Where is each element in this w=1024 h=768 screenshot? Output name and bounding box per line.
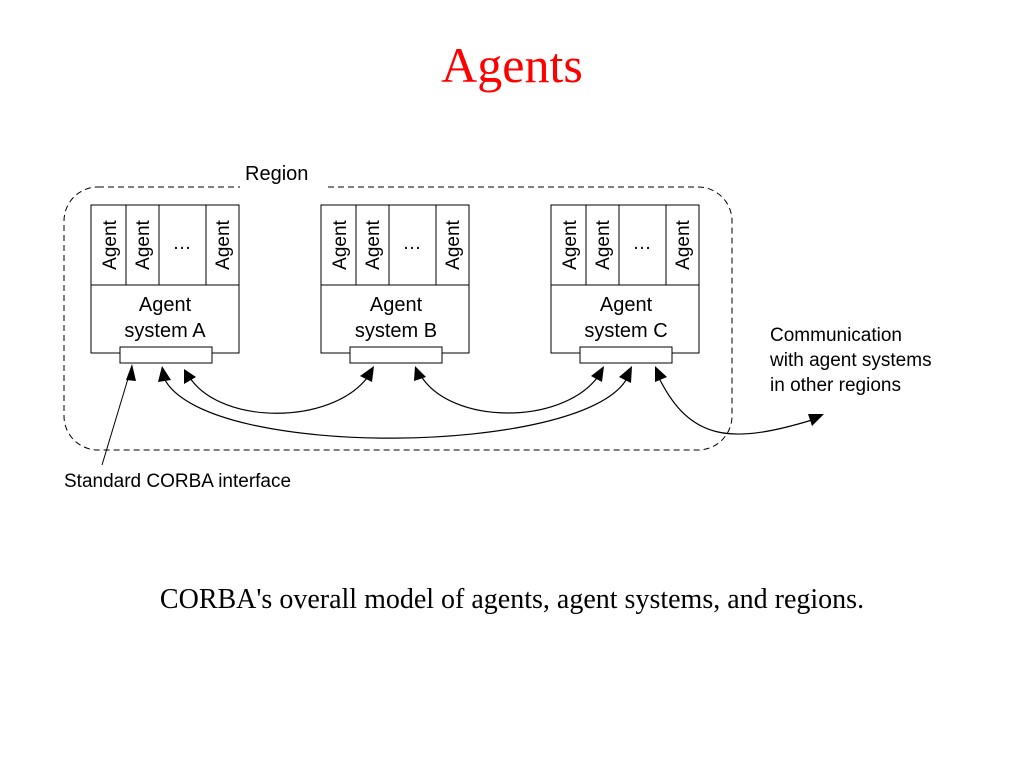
connection-b-c [420,375,598,414]
arrowhead [414,366,426,381]
agent-system-label-line2: system C [584,320,667,342]
arrowhead [184,369,196,384]
agent-label: Agent [213,219,234,269]
connection-a-c [164,379,627,439]
external-note-line2: with agent systems [769,350,932,371]
agent-label: Agent [363,219,384,269]
agent-system-a: Agent Agent … Agent Agent system A [90,204,240,364]
agent-label: Agent [560,219,581,269]
agent-label: Agent [443,219,464,269]
arrowhead [158,366,171,382]
agent-system-b: Agent Agent … Agent Agent system B [320,204,470,364]
agent-system-label-line1: Agent [370,294,423,316]
arrowhead [360,366,374,382]
agent-system-label-line1: Agent [600,294,653,316]
agent-system-label-line2: system A [124,320,206,342]
figure-caption: CORBA's overall model of agents, agent s… [159,584,865,615]
agent-label: Agent [593,219,614,269]
interface-pointer-line [101,371,131,466]
agent-label: Agent [673,219,694,269]
region-label: Region [245,163,308,185]
corba-interface-a [119,346,213,364]
corba-interface-c [579,346,673,364]
agent-ellipsis: … [173,233,192,254]
interface-note: Standard CORBA interface [64,471,291,492]
agent-label: Agent [330,219,351,269]
agent-system-label-line1: Agent [139,294,192,316]
arrowhead [619,366,632,383]
arrowhead [591,366,604,382]
corba-interface-b [349,346,443,364]
arrowhead [655,366,667,382]
agent-system-label-line2: system B [355,320,437,342]
slide-title: Agents [441,37,583,93]
connection-a-b [189,377,368,414]
agent-system-c: Agent Agent … Agent Agent system C [550,204,700,364]
agent-label: Agent [100,219,121,269]
external-note-line1: Communication [770,325,902,346]
agent-ellipsis: … [633,233,652,254]
agent-label: Agent [133,219,154,269]
agent-ellipsis: … [403,233,422,254]
arrowhead [808,414,824,426]
connection-external [658,377,813,435]
arrowhead [126,364,136,381]
external-note-line3: in other regions [770,375,901,396]
region-boundary [63,186,733,451]
